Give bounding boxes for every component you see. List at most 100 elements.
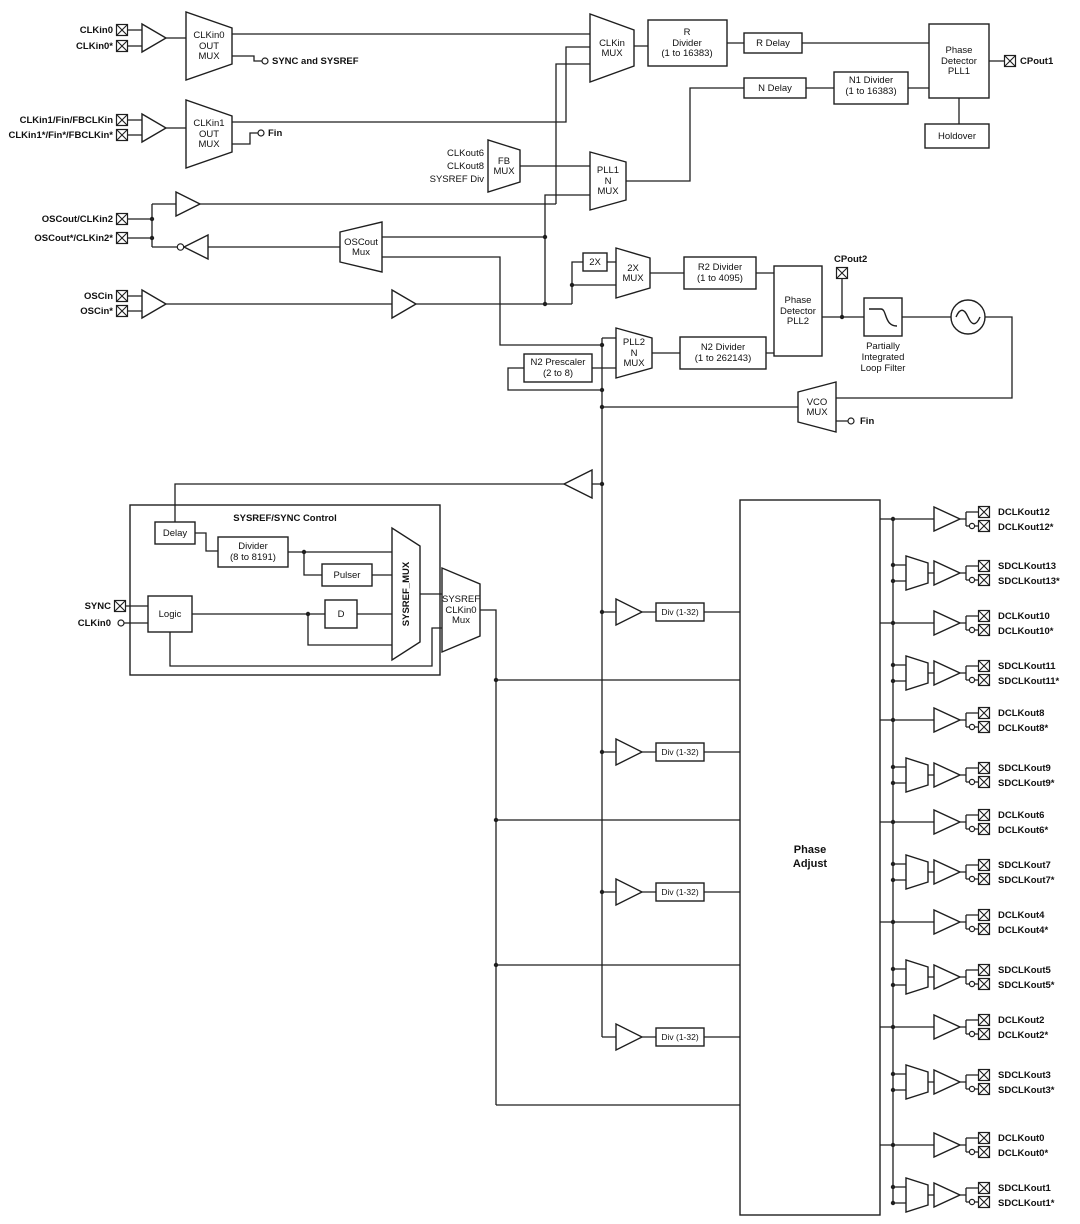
output-label: DCLKout2 (998, 1015, 1044, 1026)
output-label: DCLKout10 (998, 611, 1050, 622)
output-pad (977, 1131, 991, 1145)
junction-dot (542, 234, 548, 240)
block-label: MUX (623, 358, 645, 369)
clkin-mux (589, 13, 635, 83)
block-label: FB (498, 156, 510, 167)
pin-label: Fin (268, 128, 282, 139)
block-label: Phase (785, 295, 812, 306)
block-label: (2 to 8) (543, 368, 573, 379)
inverting-bubble (968, 1198, 976, 1206)
sine-wave-icon (955, 309, 981, 325)
inverting-bubble (968, 875, 976, 883)
2x-mux (615, 247, 651, 299)
r-divider-block (647, 19, 728, 67)
pin-label: OSCin* (80, 306, 113, 317)
output-pad (977, 505, 991, 519)
block-label: PLL2 (623, 337, 645, 348)
output-label: DCLKout12 (998, 507, 1050, 518)
junction-dot (599, 609, 605, 615)
junction-dot (569, 282, 575, 288)
block-label: SYSREF Div (430, 174, 485, 185)
junction-dot (599, 889, 605, 895)
pulser-block (321, 563, 373, 587)
wiring-output-group (880, 1137, 978, 1153)
clkin1-input-buffer (141, 112, 168, 144)
wiring-output-group (893, 863, 978, 881)
wiring-output-group (893, 664, 978, 682)
inverting-bubble (968, 778, 976, 786)
oscinn-pad (115, 304, 129, 318)
junction-dot (890, 780, 896, 786)
output-pad (977, 1145, 991, 1159)
clkin1-out-mux (185, 99, 233, 169)
output-label: DCLKout10* (998, 626, 1054, 637)
wiring-output-group (893, 1186, 978, 1204)
sync-pad (113, 599, 127, 613)
block-label: CLKout8 (447, 161, 484, 172)
block-label: VCO (807, 397, 828, 408)
output-label: DCLKout2* (998, 1030, 1048, 1041)
block-label: PLL1 (948, 66, 970, 77)
output-buffer (933, 1181, 962, 1209)
wiring-output-group (893, 968, 978, 986)
inverting-bubble (968, 522, 976, 530)
oscin-pad (115, 289, 129, 303)
pin-label: CLKin0* (76, 41, 113, 52)
fin-node (257, 129, 265, 137)
output-buffer (933, 858, 962, 886)
block-label: OSCout (344, 237, 378, 248)
block-label: N1 Divider (849, 75, 893, 86)
block-label: MUX (493, 166, 515, 177)
block-label: Adjust (793, 858, 828, 870)
output-buffer (933, 1131, 962, 1159)
doubler-2x-block (582, 252, 608, 272)
inverting-bubble (968, 626, 976, 634)
section-title: SYSREF/SYNC Control (233, 513, 336, 524)
distribution-buffer (615, 597, 644, 627)
output-pad (977, 1181, 991, 1195)
output-label: DCLKout0 (998, 1133, 1044, 1144)
wiring-output-group (880, 615, 978, 631)
output-label: SDCLKout11 (998, 661, 1056, 672)
junction-dot (890, 516, 896, 522)
output-pad (977, 673, 991, 687)
junction-dot (890, 662, 896, 668)
block-label: N Delay (758, 83, 792, 94)
clkin0-pad (115, 23, 129, 37)
block-label: MUX (198, 51, 220, 62)
block-label: (8 to 8191) (230, 552, 276, 563)
output-pad (977, 761, 991, 775)
output-label: SDCLKout1 (998, 1183, 1051, 1194)
cpout1-pad (1003, 54, 1017, 68)
output-pad (977, 573, 991, 587)
wiring-output-group (893, 766, 978, 784)
block-label: Detector (941, 56, 977, 67)
output-buffer (933, 1013, 962, 1041)
block-label: MUX (601, 48, 623, 59)
block-label: N (631, 348, 638, 359)
output-label: DCLKout12* (998, 522, 1054, 533)
inverting-bubble (968, 676, 976, 684)
generated-distribution-and-outputs: Div (1-32)Div (1-32)Div (1-32)Div (1-32)… (149, 216, 1060, 1213)
block-label: (1 to 4095) (697, 273, 743, 284)
junction-dot (890, 678, 896, 684)
output-pad (977, 922, 991, 936)
block-label: OUT (199, 41, 219, 52)
junction-dot (493, 817, 499, 823)
output-pad (977, 706, 991, 720)
inverting-bubble (176, 243, 185, 251)
clkin2-input-buffer (175, 190, 202, 218)
fb-mux (487, 139, 521, 193)
block-label: Pulser (334, 570, 361, 581)
fin-input-node (847, 417, 855, 425)
wiring-output-group (880, 814, 978, 830)
sysref-sync-control-box (129, 504, 441, 676)
output-pad (977, 519, 991, 533)
output-label: SDCLKout3 (998, 1070, 1051, 1081)
pin-label: OSCout*/CLKin2* (34, 233, 113, 244)
wiring-output-group (893, 564, 978, 582)
clock-divider-block (655, 742, 705, 762)
output-pad (977, 1027, 991, 1041)
sysref-divider-block (217, 536, 289, 568)
